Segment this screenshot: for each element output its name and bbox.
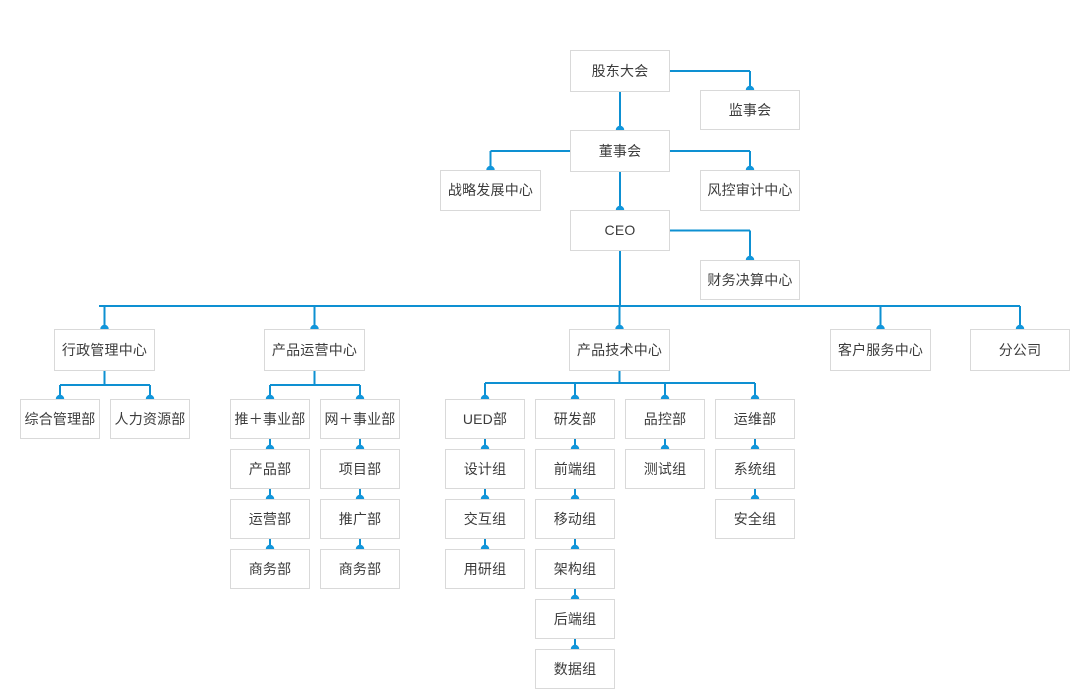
org-node-tui-bu[interactable]: 推＋事业部 bbox=[230, 399, 310, 439]
org-node-label: 产品运营中心 bbox=[271, 341, 358, 358]
org-node-label: 测试组 bbox=[643, 460, 687, 477]
org-node-label: 后端组 bbox=[553, 610, 597, 627]
org-node-promo-dept[interactable]: 推广部 bbox=[320, 499, 400, 539]
org-node-label: 安全组 bbox=[733, 510, 777, 527]
org-node-test-team[interactable]: 测试组 bbox=[625, 449, 705, 489]
org-node-finance[interactable]: 财务决算中心 bbox=[700, 260, 800, 300]
org-node-label: 研发部 bbox=[553, 410, 597, 427]
org-node-product-dept[interactable]: 产品部 bbox=[230, 449, 310, 489]
org-node-interaction-team[interactable]: 交互组 bbox=[445, 499, 525, 539]
org-node-biz-dept-2[interactable]: 商务部 bbox=[320, 549, 400, 589]
org-node-label: 移动组 bbox=[553, 510, 597, 527]
org-node-label: 推广部 bbox=[338, 510, 382, 527]
org-node-label: 商务部 bbox=[248, 560, 292, 577]
org-node-system-team[interactable]: 系统组 bbox=[715, 449, 795, 489]
org-node-label: 网＋事业部 bbox=[324, 410, 396, 427]
org-node-research-team[interactable]: 用研组 bbox=[445, 549, 525, 589]
org-node-frontend-team[interactable]: 前端组 bbox=[535, 449, 615, 489]
org-node-general-mgmt[interactable]: 综合管理部 bbox=[20, 399, 100, 439]
org-node-label: 设计组 bbox=[463, 460, 507, 477]
org-node-wang-bu[interactable]: 网＋事业部 bbox=[320, 399, 400, 439]
org-node-label: 财务决算中心 bbox=[707, 271, 793, 288]
org-node-label: 用研组 bbox=[463, 560, 507, 577]
org-node-ops-dept[interactable]: 运营部 bbox=[230, 499, 310, 539]
org-node-label: 商务部 bbox=[338, 560, 382, 577]
org-node-custserv[interactable]: 客户服务中心 bbox=[830, 329, 931, 371]
org-node-backend-team[interactable]: 后端组 bbox=[535, 599, 615, 639]
org-node-mobile-team[interactable]: 移动组 bbox=[535, 499, 615, 539]
org-node-project-dept[interactable]: 项目部 bbox=[320, 449, 400, 489]
org-node-label: 产品技术中心 bbox=[576, 341, 663, 358]
org-node-label: 综合管理部 bbox=[24, 410, 96, 427]
org-node-label: 客户服务中心 bbox=[837, 341, 924, 358]
org-node-label: 推＋事业部 bbox=[234, 410, 306, 427]
org-node-label: 交互组 bbox=[463, 510, 507, 527]
org-node-label: 项目部 bbox=[338, 460, 382, 477]
org-node-rnd[interactable]: 研发部 bbox=[535, 399, 615, 439]
org-node-data-team[interactable]: 数据组 bbox=[535, 649, 615, 689]
org-node-branch[interactable]: 分公司 bbox=[970, 329, 1070, 371]
org-node-label: 人力资源部 bbox=[114, 410, 186, 427]
org-node-label: 产品部 bbox=[248, 460, 292, 477]
org-node-label: 架构组 bbox=[553, 560, 597, 577]
org-node-label: 董事会 bbox=[598, 142, 642, 159]
org-node-ued[interactable]: UED部 bbox=[445, 399, 525, 439]
org-node-label: UED部 bbox=[462, 410, 508, 427]
org-node-label: CEO bbox=[604, 222, 636, 239]
org-node-label: 数据组 bbox=[553, 660, 597, 677]
org-node-security-team[interactable]: 安全组 bbox=[715, 499, 795, 539]
org-node-board[interactable]: 董事会 bbox=[570, 130, 670, 172]
org-node-prodtech[interactable]: 产品技术中心 bbox=[569, 329, 670, 371]
org-node-label: 风控审计中心 bbox=[707, 182, 793, 199]
org-node-ops-maint[interactable]: 运维部 bbox=[715, 399, 795, 439]
org-node-label: 系统组 bbox=[733, 460, 777, 477]
org-node-supervisors[interactable]: 监事会 bbox=[700, 90, 800, 130]
org-node-label: 运营部 bbox=[248, 510, 292, 527]
org-node-label: 运维部 bbox=[733, 410, 777, 427]
org-node-hr[interactable]: 人力资源部 bbox=[110, 399, 190, 439]
org-node-architecture-team[interactable]: 架构组 bbox=[535, 549, 615, 589]
org-node-strategy[interactable]: 战略发展中心 bbox=[440, 170, 541, 211]
org-node-label: 股东大会 bbox=[591, 62, 649, 79]
org-node-label: 品控部 bbox=[643, 410, 687, 427]
org-node-label: 前端组 bbox=[553, 460, 597, 477]
org-node-label: 战略发展中心 bbox=[447, 182, 534, 199]
org-node-prodops[interactable]: 产品运营中心 bbox=[264, 329, 365, 371]
org-node-label: 分公司 bbox=[998, 341, 1042, 358]
org-node-shareholders[interactable]: 股东大会 bbox=[570, 50, 670, 92]
org-node-design-team[interactable]: 设计组 bbox=[445, 449, 525, 489]
org-node-admin[interactable]: 行政管理中心 bbox=[54, 329, 155, 371]
org-node-label: 监事会 bbox=[728, 101, 772, 118]
org-node-biz-dept-1[interactable]: 商务部 bbox=[230, 549, 310, 589]
org-node-ceo[interactable]: CEO bbox=[570, 210, 670, 251]
org-node-label: 行政管理中心 bbox=[61, 341, 148, 358]
org-node-riskaudit[interactable]: 风控审计中心 bbox=[700, 170, 800, 211]
org-node-qa-dept[interactable]: 品控部 bbox=[625, 399, 705, 439]
